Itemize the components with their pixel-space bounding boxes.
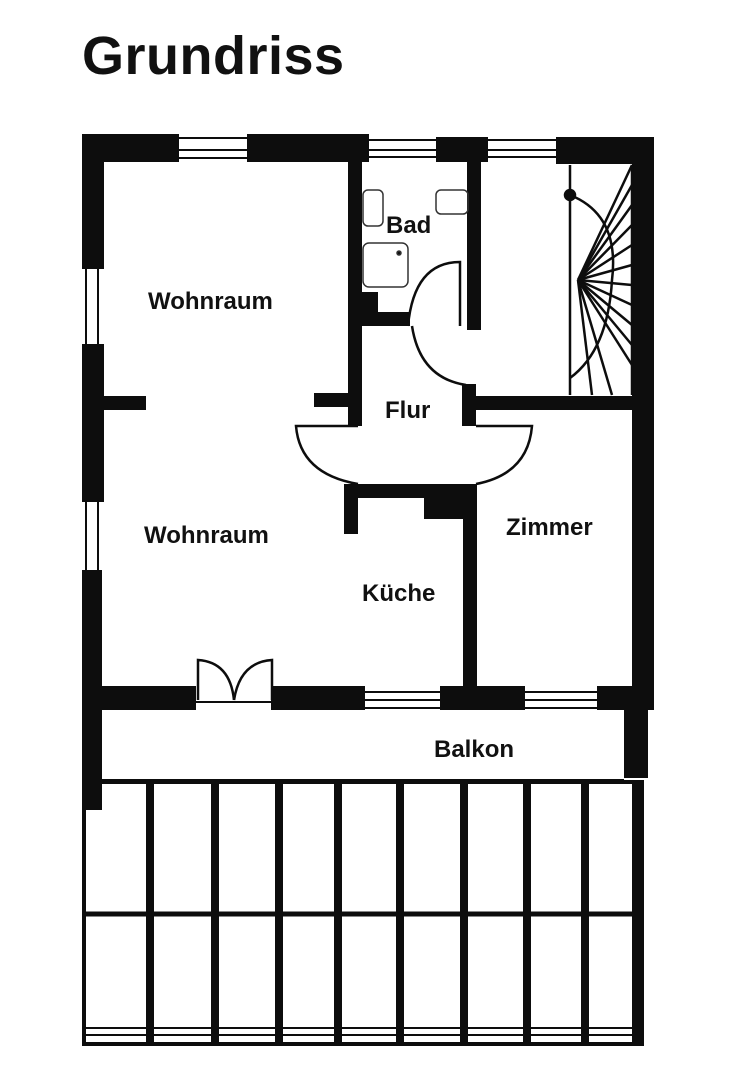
deck-grid xyxy=(82,780,644,1046)
door-swings xyxy=(196,260,534,701)
room-label-balkon: Balkon xyxy=(434,736,515,763)
room-label-wohnraum-lower: Wohnraum xyxy=(144,522,269,549)
windows xyxy=(85,137,597,709)
room-label-flur: Flur xyxy=(385,397,431,424)
room-label-wohnraum-upper: Wohnraum xyxy=(148,288,273,315)
spiral-staircase-icon xyxy=(563,164,634,396)
bathroom-fixtures xyxy=(362,189,469,288)
toilet-icon xyxy=(362,189,384,227)
room-label-zimmer: Zimmer xyxy=(506,514,593,541)
room-label-kueche: Küche xyxy=(362,580,436,607)
page-title: Grundriss xyxy=(82,26,345,86)
walls xyxy=(82,134,654,810)
bathtub-icon xyxy=(362,242,409,288)
sink-icon xyxy=(435,189,469,215)
room-label-bad: Bad xyxy=(386,212,432,239)
